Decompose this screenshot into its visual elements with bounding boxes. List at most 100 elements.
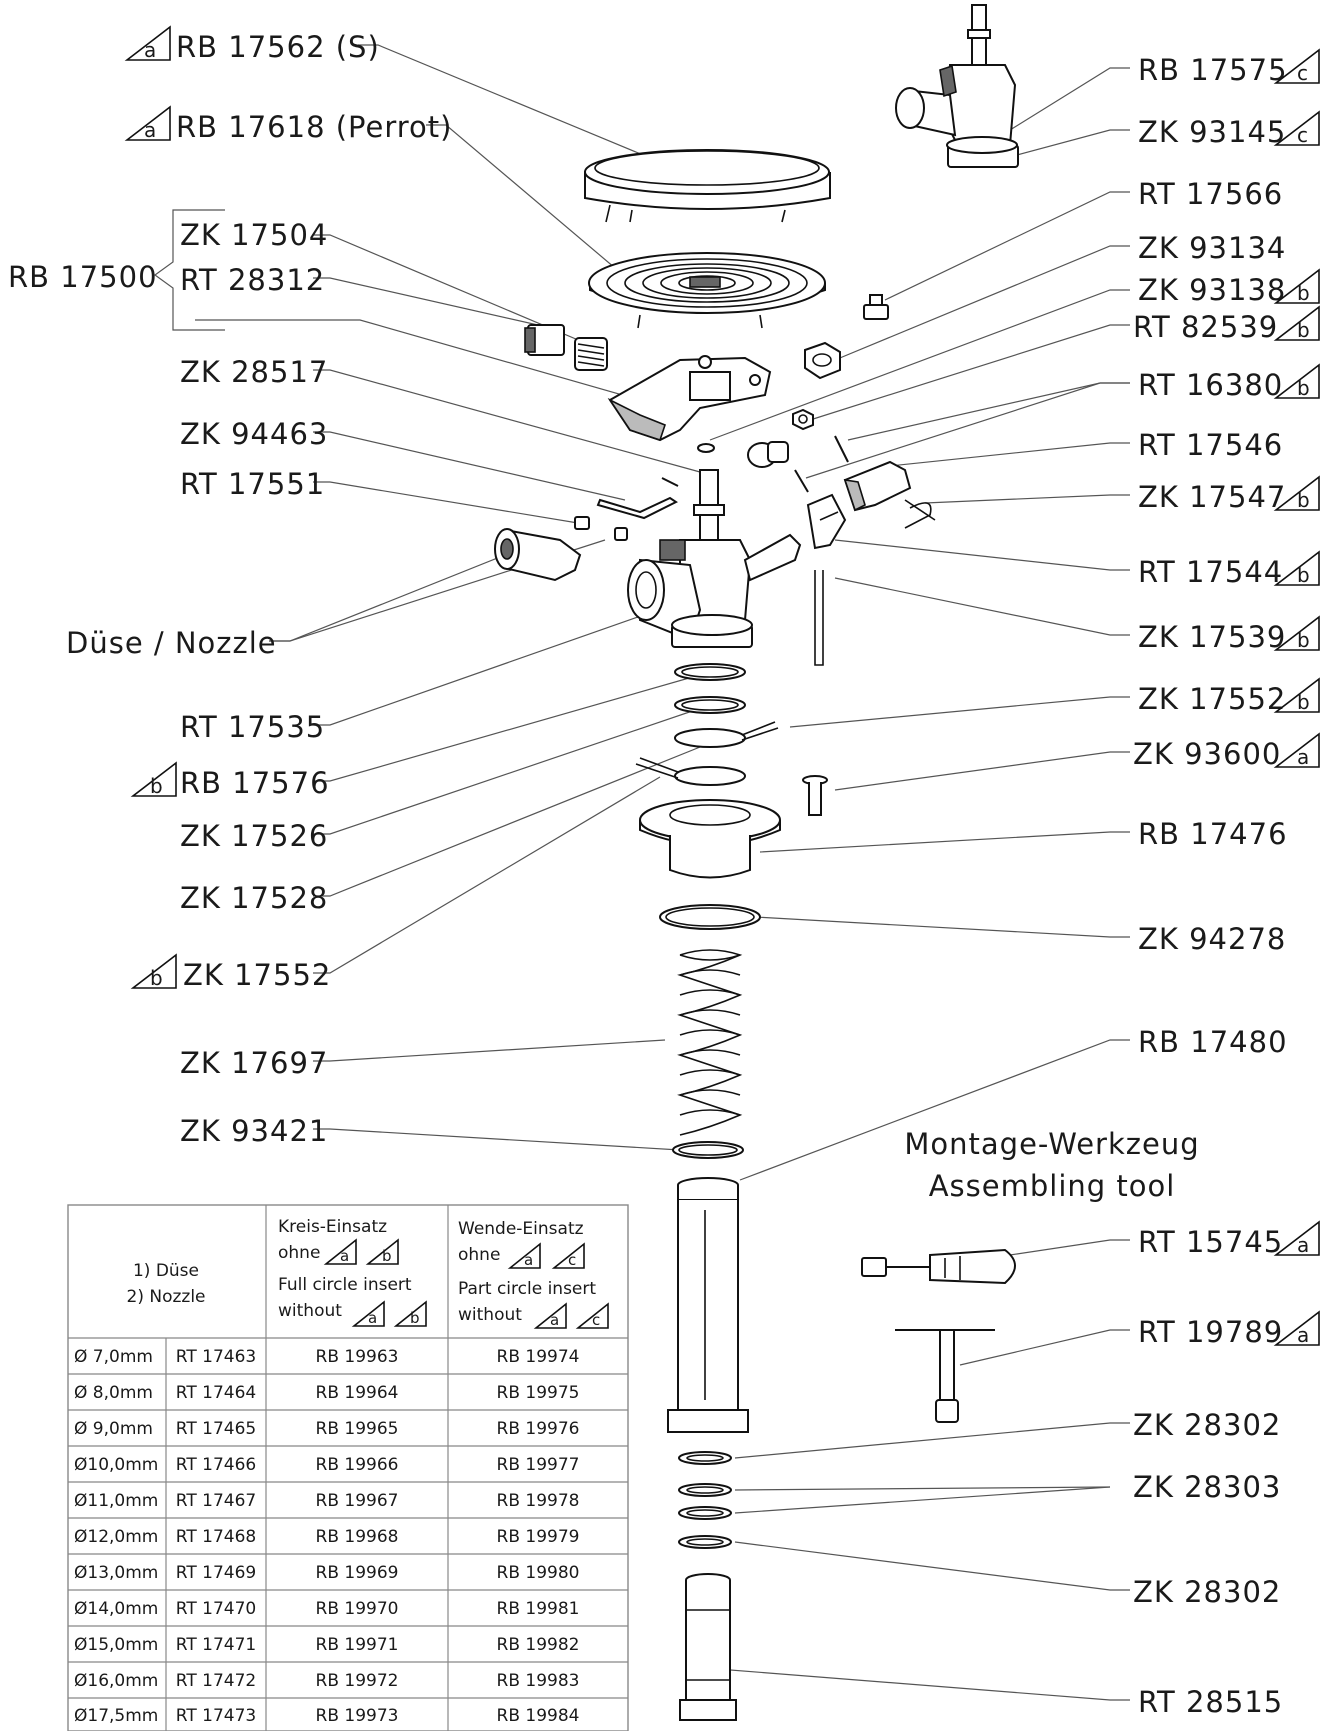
marker-b-rb17576: b (130, 761, 177, 798)
svg-text:RT 17470: RT 17470 (176, 1599, 256, 1619)
label-zk17528: ZK 17528 (180, 881, 328, 915)
svg-text:a: a (1297, 1323, 1309, 1347)
svg-text:a: a (524, 1251, 533, 1269)
spring-clip-part (904, 499, 936, 529)
svg-text:b: b (1297, 628, 1310, 652)
table-row: Ø16,0mm RT 17472 RB 19972 RB 19983 (74, 1671, 579, 1691)
table-header-part-de: Wende-Einsatz (458, 1219, 584, 1239)
svg-text:RB 19973: RB 19973 (316, 1706, 399, 1726)
svg-text:c: c (1297, 123, 1308, 147)
long-pin-part (814, 570, 824, 666)
svg-text:RT 17465: RT 17465 (176, 1419, 256, 1439)
svg-text:b: b (150, 774, 163, 798)
marker-b-rt82539: b (1273, 305, 1320, 342)
screwdriver-tool-part (861, 1248, 1016, 1285)
top-valve-part (895, 4, 1019, 168)
ring-part (672, 1141, 744, 1159)
svg-text:RB 19978: RB 19978 (497, 1491, 580, 1511)
marker-b-zk93138: b (1273, 268, 1320, 305)
svg-text:RB 19965: RB 19965 (316, 1419, 399, 1439)
label-rt17544: RT 17544 (1138, 555, 1283, 589)
table-row: Ø11,0mm RT 17467 RB 19967 RB 19978 (74, 1491, 579, 1511)
label-zk28302-bottom: ZK 28302 (1133, 1575, 1281, 1609)
table-row: Ø 9,0mm RT 17465 RB 19965 RB 19976 (74, 1419, 579, 1439)
svg-text:Ø 7,0mm: Ø 7,0mm (74, 1347, 153, 1367)
small-washer (697, 443, 715, 453)
tool-title-en: Assembling tool (929, 1169, 1176, 1203)
svg-text:RT 17472: RT 17472 (176, 1671, 256, 1691)
label-rt82539: RT 82539 (1133, 310, 1278, 344)
sleeve-part (679, 1573, 737, 1721)
svg-text:a: a (340, 1247, 349, 1265)
marker-b-rt17544: b (1273, 550, 1320, 587)
label-zk28303: ZK 28303 (1133, 1470, 1281, 1504)
svg-text:RB 19974: RB 19974 (497, 1347, 580, 1367)
svg-text:Ø14,0mm: Ø14,0mm (74, 1599, 158, 1619)
marker-a-rb17618: a (124, 105, 171, 142)
svg-text:RB 19971: RB 19971 (316, 1635, 399, 1655)
label-zk94463: ZK 94463 (180, 417, 328, 451)
svg-text:c: c (592, 1311, 600, 1329)
rb17500-bracket (153, 209, 225, 331)
label-rt28515: RT 28515 (1138, 1685, 1283, 1719)
svg-text:b: b (1297, 563, 1310, 587)
svg-text:b: b (1297, 376, 1310, 400)
svg-text:RT 17464: RT 17464 (176, 1383, 256, 1403)
tube-part (667, 1177, 749, 1433)
label-rb17480: RB 17480 (1138, 1025, 1288, 1059)
svg-text:Ø 8,0mm: Ø 8,0mm (74, 1383, 153, 1403)
table-header-part-en: Part circle insert (458, 1279, 596, 1299)
svg-text:RT 17471: RT 17471 (176, 1635, 256, 1655)
leader-lines (195, 44, 1130, 1701)
nozzle-housing-part (494, 516, 628, 582)
svg-text:a: a (144, 118, 156, 142)
svg-text:b: b (382, 1247, 392, 1265)
label-nozzle: Düse / Nozzle (66, 626, 277, 660)
svg-text:RB 19964: RB 19964 (316, 1383, 399, 1403)
svg-text:Ø15,0mm: Ø15,0mm (74, 1635, 158, 1655)
label-rt16380: RT 16380 (1138, 368, 1283, 402)
svg-text:RB 19969: RB 19969 (316, 1563, 399, 1583)
cap-part (584, 149, 831, 223)
small-nut-part (792, 408, 814, 431)
marker-a-rt15745: a (1273, 1220, 1320, 1257)
t-key-tool-part (895, 1329, 995, 1423)
label-zk28517: ZK 28517 (180, 355, 328, 389)
label-zk17552-right: ZK 17552 (1138, 682, 1286, 716)
label-zk93138: ZK 93138 (1138, 273, 1286, 307)
label-rt17551: RT 17551 (180, 467, 325, 501)
svg-text:a: a (144, 38, 156, 62)
marker-a-zk93600: a (1273, 732, 1320, 769)
svg-text:RT 17468: RT 17468 (176, 1527, 256, 1547)
svg-text:RB 19967: RB 19967 (316, 1491, 399, 1511)
label-rt15745: RT 15745 (1138, 1225, 1283, 1259)
right-markers: c c b b b b b b (1273, 48, 1320, 1347)
table-header-full-ohne: ohne (278, 1243, 320, 1263)
label-rb17618: RB 17618 (Perrot) (176, 110, 452, 144)
table-marker-a-full-en: a (351, 1300, 385, 1327)
table-row: Ø17,5mm RT 17473 RB 19973 RB 19984 (74, 1706, 579, 1726)
svg-text:a: a (1297, 745, 1309, 769)
disc-part (588, 252, 826, 329)
svg-text:RB 19976: RB 19976 (497, 1419, 580, 1439)
marker-c-rb17575: c (1273, 48, 1320, 85)
svg-text:b: b (1297, 690, 1310, 714)
svg-text:a: a (1297, 1233, 1309, 1257)
svg-text:Ø12,0mm: Ø12,0mm (74, 1527, 158, 1547)
table-row: Ø15,0mm RT 17471 RB 19971 RB 19982 (74, 1635, 579, 1655)
label-rb17500: RB 17500 (8, 260, 158, 294)
table-row: Ø 8,0mm RT 17464 RB 19964 RB 19975 (74, 1383, 579, 1403)
table-marker-b-full-de: b (365, 1238, 399, 1265)
svg-text:RB 19981: RB 19981 (497, 1599, 580, 1619)
left-markers: a a b b (124, 25, 177, 990)
handle-part (843, 460, 912, 512)
svg-text:RB 19980: RB 19980 (497, 1563, 580, 1583)
label-zk17526: ZK 17526 (180, 819, 328, 853)
table-marker-c-part-en: c (575, 1302, 609, 1329)
svg-text:b: b (1297, 318, 1310, 342)
l-key-part (596, 496, 678, 520)
table-marker-a-part-de: a (507, 1242, 541, 1269)
table-row: Ø12,0mm RT 17468 RB 19968 RB 19979 (74, 1527, 579, 1547)
lever-part (607, 355, 772, 442)
marker-b-zk17552-right: b (1273, 677, 1320, 714)
